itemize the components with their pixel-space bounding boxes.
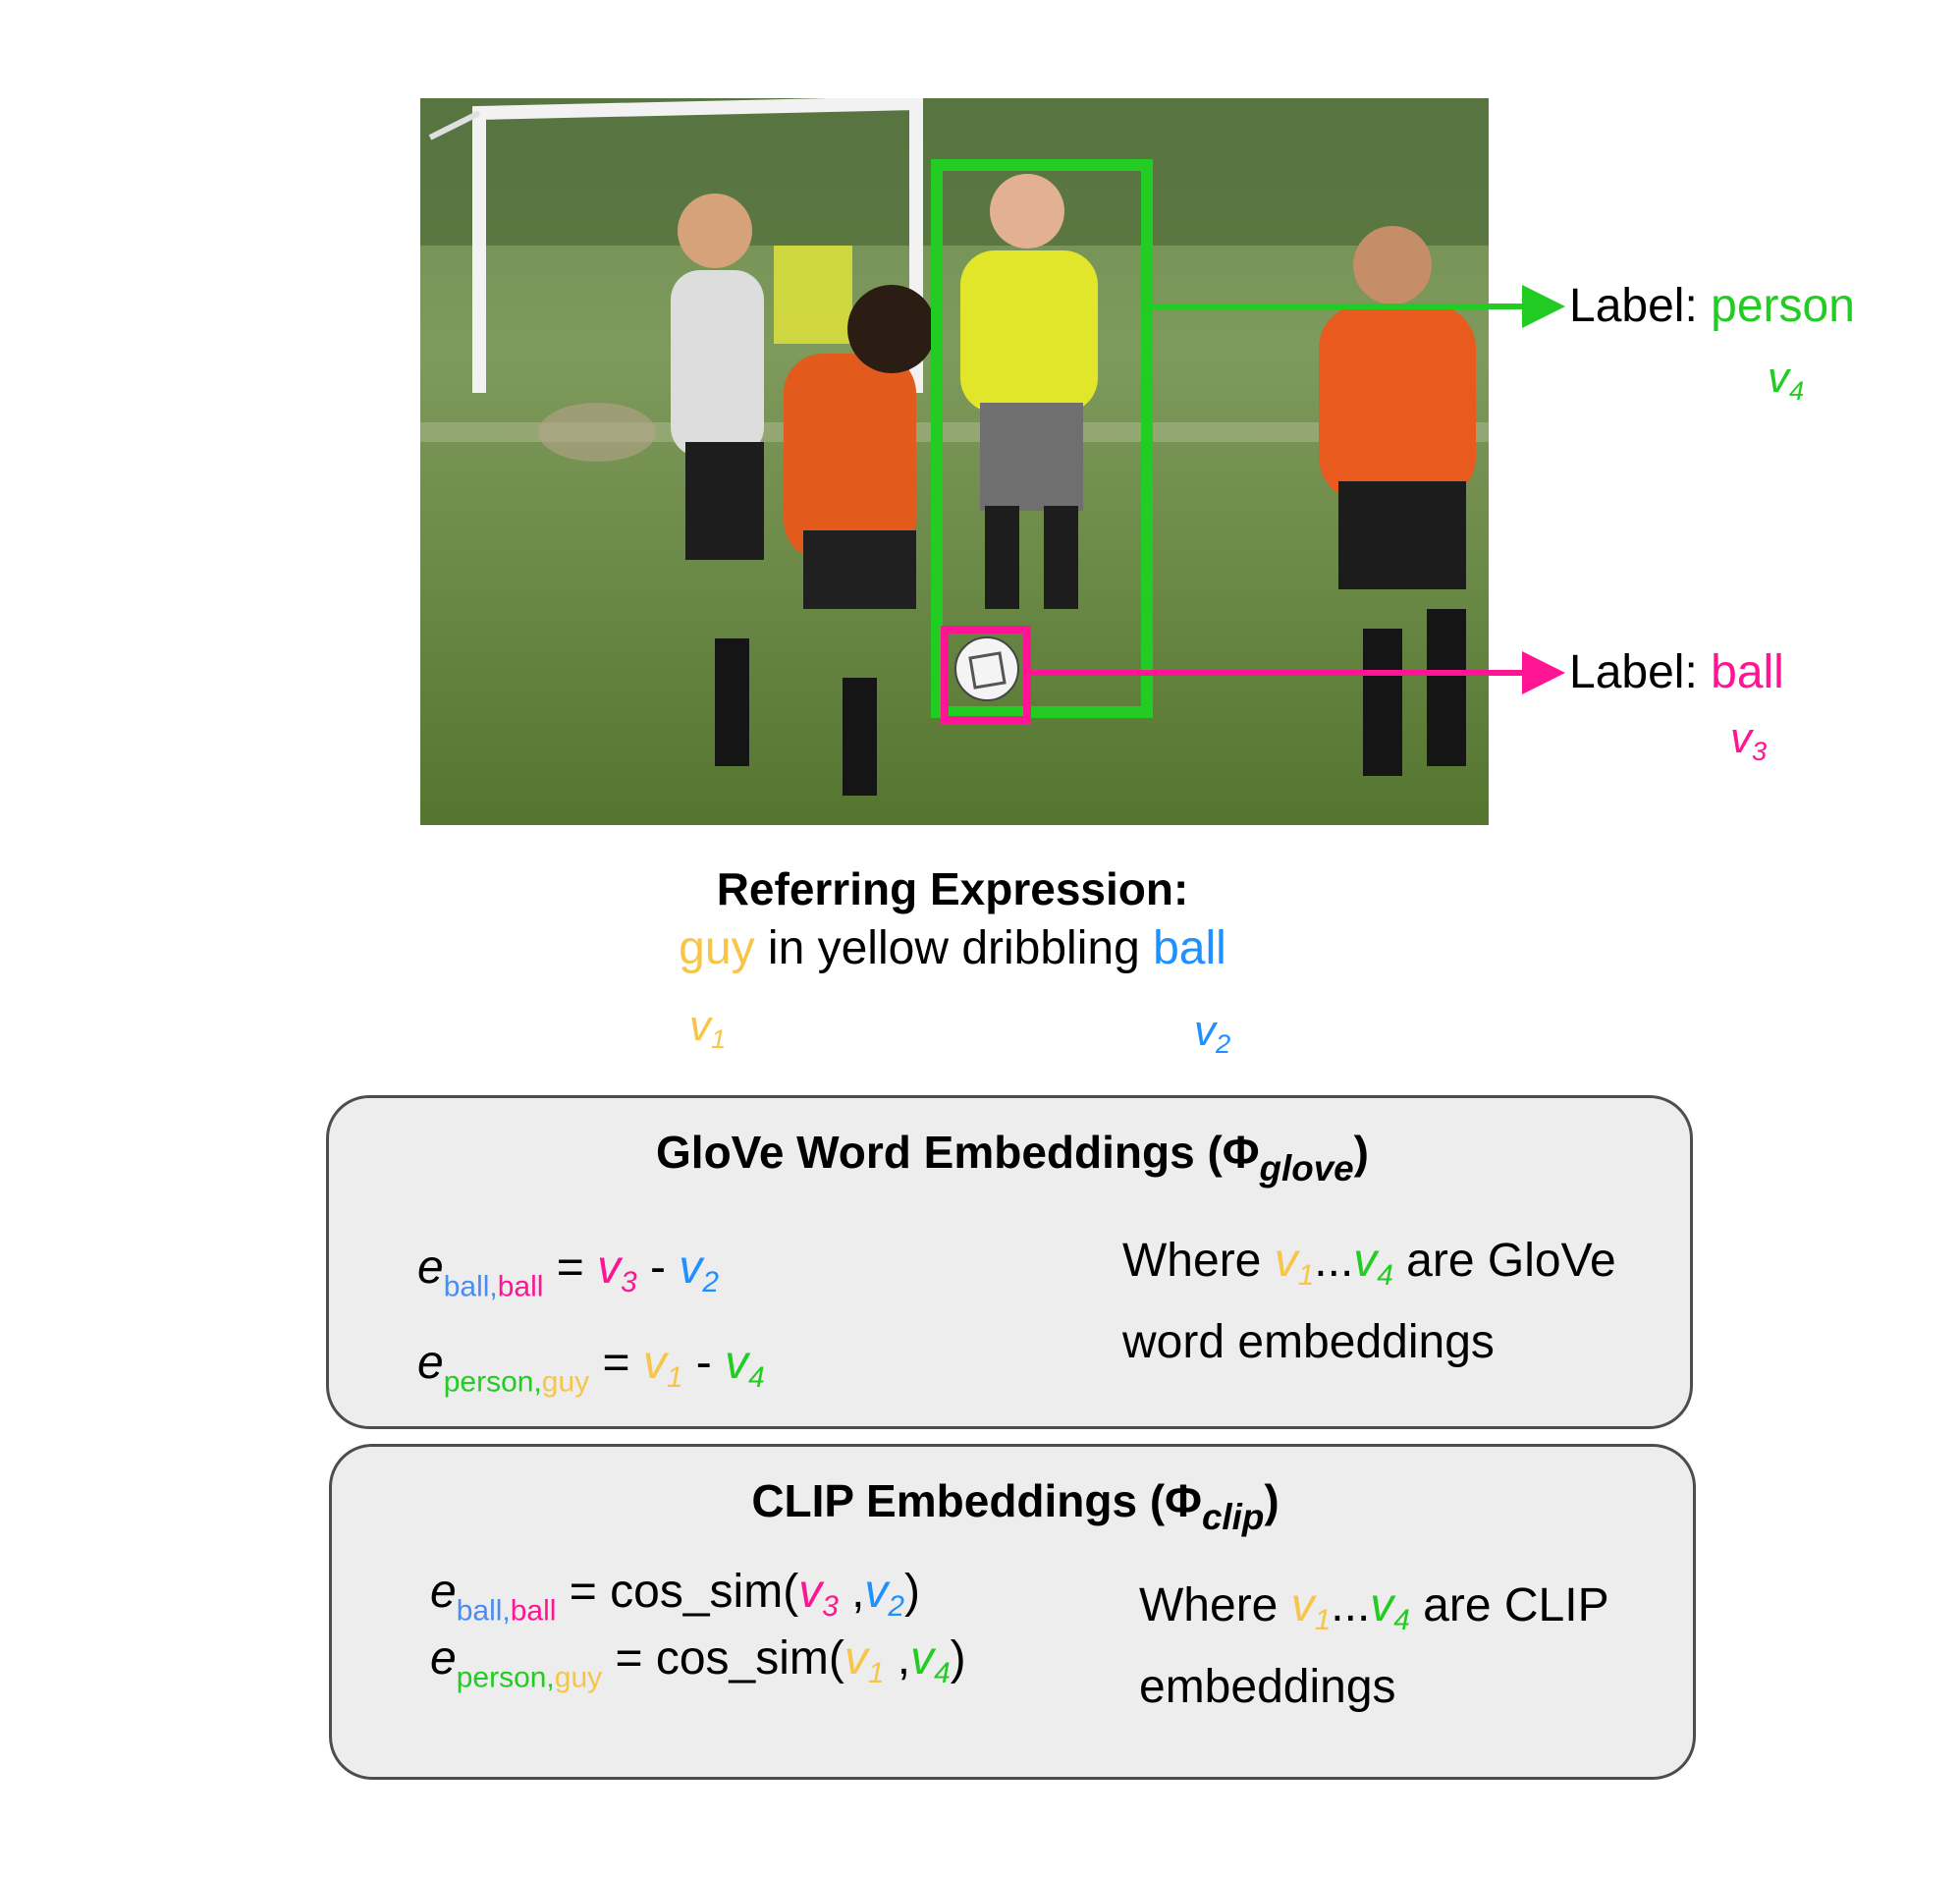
glove-equation-person: eperson,guy = v1 - v4 [417, 1337, 765, 1399]
ball-arrowhead [1522, 651, 1565, 694]
ball-label-prefix: Label: [1569, 646, 1712, 698]
glove-equation-ball: eball,ball = v3 - v2 [417, 1242, 719, 1303]
person-label: Label: person [1569, 279, 1855, 333]
soccer-scene-image [420, 98, 1489, 825]
v4-person-symbol: v4 [1768, 354, 1805, 407]
glove-box-title: GloVe Word Embeddings (Φglove) [656, 1127, 1369, 1188]
v1-guy-symbol: v1 [689, 1002, 727, 1055]
v2-ball-symbol: v2 [1194, 1007, 1231, 1060]
clip-equation-person: eperson,guy = cos_sim(v1 ,v4) [430, 1632, 966, 1694]
person-label-prefix: Label: [1569, 280, 1712, 332]
clip-box-title: CLIP Embeddings (Φclip) [751, 1475, 1279, 1537]
glove-embeddings-box: GloVe Word Embeddings (Φglove) eball,bal… [326, 1095, 1693, 1429]
v3-ball-symbol: v3 [1730, 714, 1768, 767]
clip-embeddings-box: CLIP Embeddings (Φclip) eball,ball = cos… [329, 1444, 1696, 1780]
person-bounding-box [931, 159, 1153, 718]
expression-middle: in yellow dribbling [754, 922, 1154, 974]
ball-bounding-box [941, 626, 1031, 724]
clip-equation-ball: eball,ball = cos_sim(v3 ,v2) [430, 1566, 920, 1628]
person-label-value: person [1711, 280, 1855, 332]
ball-label-value: ball [1711, 646, 1784, 698]
word-ball: ball [1153, 922, 1226, 974]
ball-label: Label: ball [1569, 645, 1784, 699]
person-arrowhead [1522, 285, 1565, 328]
soccer-photo [420, 98, 1489, 825]
word-guy: guy [679, 922, 755, 974]
referring-expression-title: Referring Expression: [716, 863, 1189, 914]
referring-expression-text: guy in yellow dribbling ball [0, 921, 1905, 975]
